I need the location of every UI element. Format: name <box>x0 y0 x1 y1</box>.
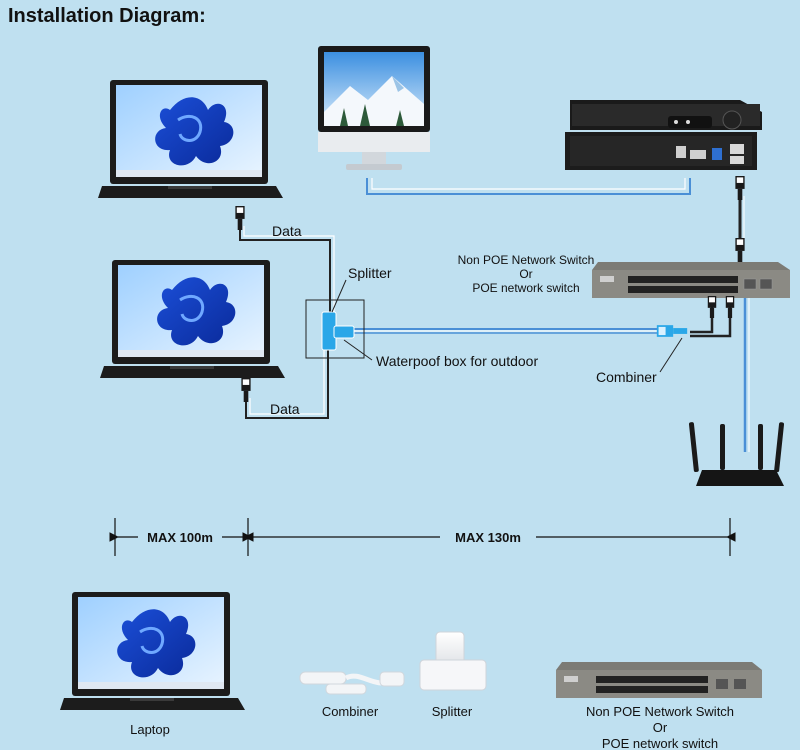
laptop-middle <box>100 260 285 380</box>
legend-splitter <box>419 631 487 691</box>
rj45-connector-switch-port-2 <box>725 296 735 318</box>
waterproof-box <box>305 299 365 359</box>
diagram-title: Installation Diagram: <box>8 5 206 27</box>
splitter-label: Splitter <box>348 265 392 281</box>
distance-bar <box>109 518 736 556</box>
legend-switch-line3: POE network switch <box>602 736 718 750</box>
cables <box>239 178 750 452</box>
legend-switch-line1: Non POE Network Switch <box>586 704 734 719</box>
combiner-connector <box>656 325 688 337</box>
switch-label-line3: POE network switch <box>472 281 579 295</box>
legend-combiner <box>299 671 405 695</box>
legend-splitter-label: Splitter <box>432 704 473 719</box>
rj45-connector-top-laptop <box>235 206 245 230</box>
waterproof-box-label: Waterpoof box for outdoor <box>376 353 538 369</box>
data-label-top: Data <box>272 223 302 239</box>
legend-combiner-label: Combiner <box>322 704 379 719</box>
rj45-connector-switch-port-1 <box>707 296 717 318</box>
legend-laptop-label: Laptop <box>130 722 170 737</box>
laptop-top <box>98 80 283 200</box>
max-130m-label: MAX 130m <box>455 530 521 545</box>
legend-laptop <box>60 592 245 712</box>
wifi-router <box>688 422 785 486</box>
rj45-connector-switch-top <box>735 238 745 262</box>
max-100m-label: MAX 100m <box>147 530 213 545</box>
switch-label-line1: Non POE Network Switch <box>458 253 595 267</box>
rj45-connector-nvr <box>735 176 745 200</box>
legend-switch-line2: Or <box>653 720 668 735</box>
rj45-connector-bottom-laptop <box>241 378 251 402</box>
monitor <box>318 46 430 170</box>
switch-label-line2: Or <box>519 267 532 281</box>
legend-network-switch <box>556 662 762 698</box>
network-switch <box>592 262 790 298</box>
data-label-bottom: Data <box>270 401 300 417</box>
nvr-recorder <box>565 100 762 170</box>
combiner-label: Combiner <box>596 369 657 385</box>
